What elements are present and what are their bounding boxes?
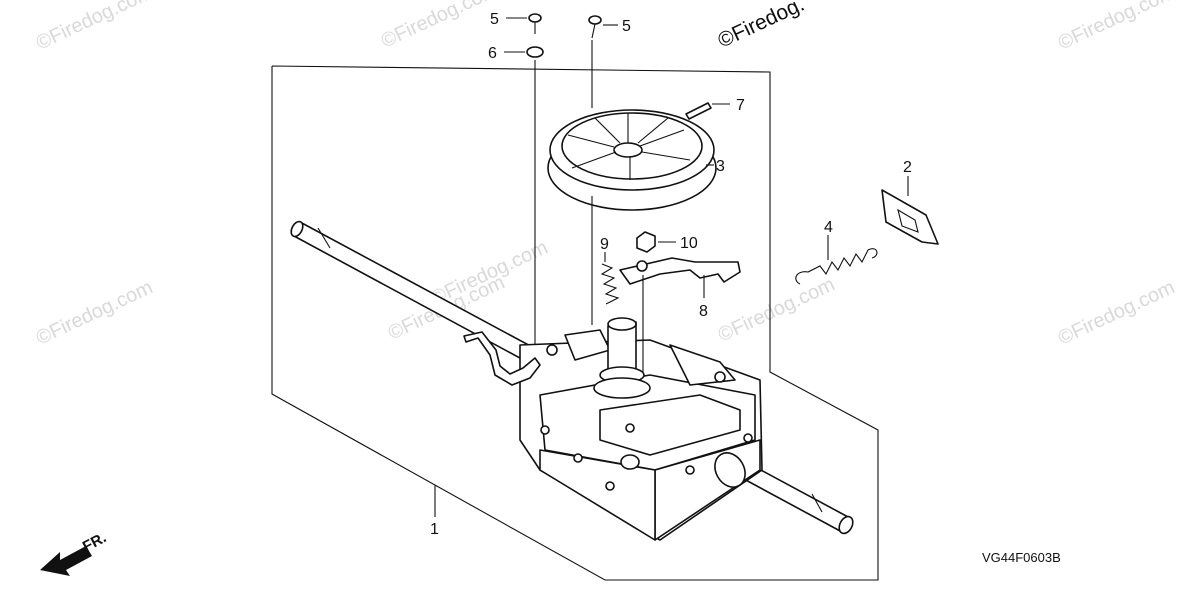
transmission-case (519, 329, 763, 541)
bolt-5b (588, 15, 602, 39)
input-shaft (593, 317, 651, 399)
clutch-rod (463, 331, 541, 386)
arrow-icon (40, 546, 92, 576)
callout-7: 7 (736, 97, 745, 114)
pin-7 (685, 102, 712, 120)
watermark-dark: ©Firedog. (714, 0, 808, 53)
watermark: ©Firedog.com (1055, 276, 1178, 349)
washer-6 (526, 46, 544, 58)
bracket-2 (881, 189, 939, 245)
watermark: ©Firedog.com (715, 273, 838, 346)
watermark: ©Firedog.com (378, 0, 501, 53)
spring-9 (600, 263, 620, 305)
bolt-5a (528, 13, 542, 34)
callout-3: 3 (716, 158, 725, 175)
front-direction-arrow: FR. (40, 529, 109, 576)
callout-9: 9 (600, 236, 609, 253)
callout-5b: 5 (622, 18, 631, 35)
callout-10: 10 (680, 235, 698, 252)
callout-4: 4 (824, 219, 833, 236)
watermark: ©Firedog.com (33, 276, 156, 349)
watermark: ©Firedog.com (33, 0, 156, 55)
callout-8: 8 (699, 303, 708, 320)
callout-2: 2 (903, 159, 912, 176)
diagram-code: VG44F0603B (982, 550, 1061, 565)
spring-4 (795, 248, 878, 285)
arm-8 (619, 257, 741, 285)
nut-10 (636, 231, 656, 253)
callout-6: 6 (488, 45, 497, 62)
callout-5a: 5 (490, 11, 499, 28)
assembly-outline (271, 65, 879, 581)
watermark: ©Firedog.com (1055, 0, 1178, 55)
drive-pulley (547, 109, 717, 211)
callout-1: 1 (430, 521, 439, 538)
